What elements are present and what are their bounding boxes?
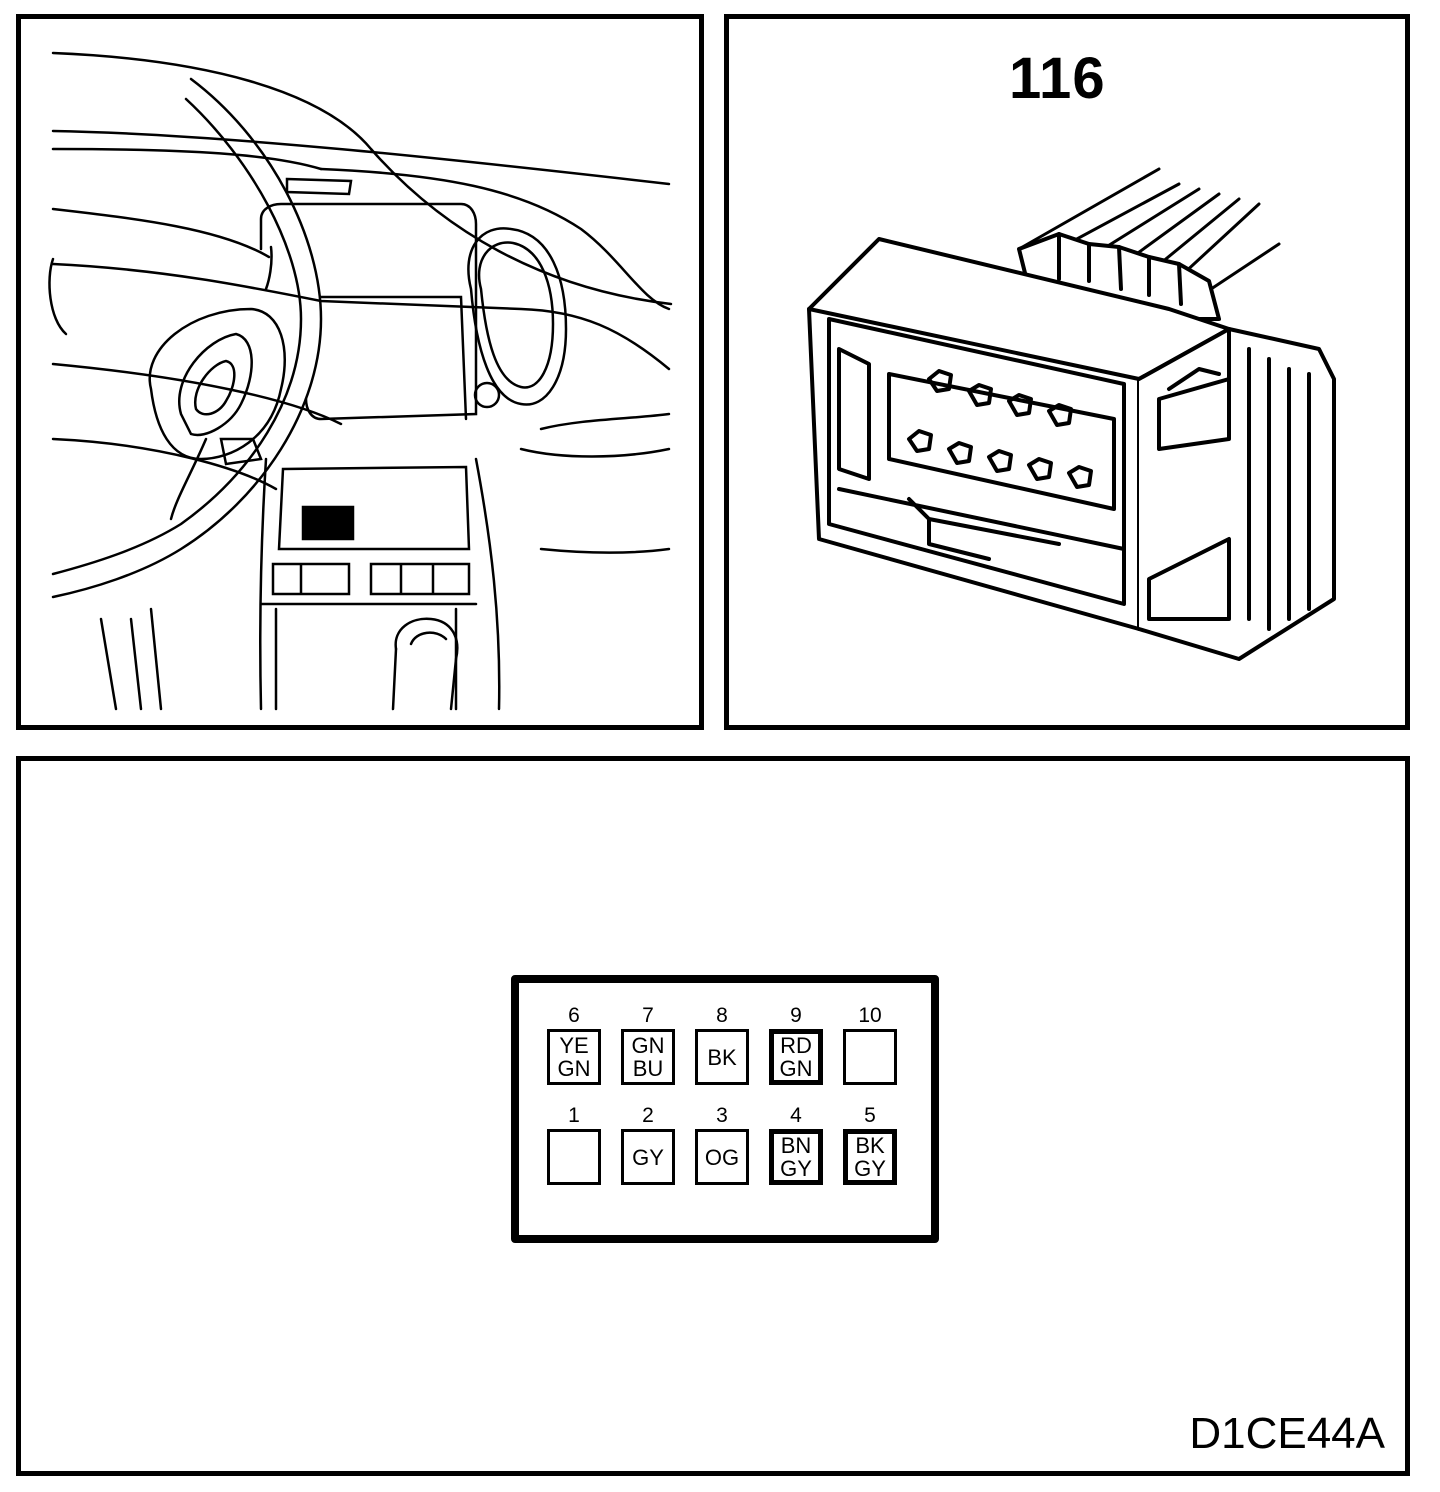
connector-face: 6 YE GN 7 GN BU 8 BK — [511, 975, 939, 1243]
wire-color: BU — [632, 1056, 664, 1081]
wire-color: GN — [557, 1056, 591, 1081]
wire-color: OG — [704, 1144, 740, 1170]
connector-illustration — [807, 167, 1336, 661]
pin: 5 BK GY — [841, 1103, 899, 1185]
pin-cavity — [547, 1129, 601, 1185]
pin-cavity: GY — [621, 1129, 675, 1185]
pin-number: 5 — [864, 1104, 876, 1127]
pin-cavity: GN BU — [621, 1029, 675, 1085]
pin: 4 BN GY — [767, 1103, 825, 1185]
pin: 10 — [841, 1003, 899, 1085]
pin-number: 4 — [790, 1104, 802, 1127]
pin-number: 9 — [790, 1004, 802, 1027]
wire-color: RD — [780, 1033, 812, 1058]
pin: 6 YE GN — [545, 1003, 603, 1085]
pin-cavity: BK — [695, 1029, 749, 1085]
pin: 8 BK — [693, 1003, 751, 1085]
dashboard-location-panel — [16, 14, 704, 730]
pin-number: 7 — [642, 1004, 654, 1027]
pin: 1 — [545, 1103, 603, 1185]
wire-color: GN — [631, 1033, 665, 1058]
pin-cavity: OG — [695, 1129, 749, 1185]
pin-cavity: YE GN — [547, 1029, 601, 1085]
pin-cavity — [843, 1029, 897, 1085]
pin-row-top: 6 YE GN 7 GN BU 8 BK — [545, 1003, 899, 1085]
pin-cavity: RD GN — [769, 1029, 823, 1085]
pin-number: 10 — [858, 1004, 882, 1027]
pin: 7 GN BU — [619, 1003, 677, 1085]
pin-cavity: BK GY — [843, 1129, 897, 1185]
wire-color: BN — [780, 1133, 812, 1158]
connector-number: 116 — [1009, 46, 1106, 111]
pin: 2 GY — [619, 1103, 677, 1185]
pin-number: 3 — [716, 1104, 728, 1127]
wire-color: GN — [779, 1056, 813, 1081]
pin-cavity: BN GY — [769, 1129, 823, 1185]
pin-number: 1 — [568, 1104, 580, 1127]
dashboard-illustration — [48, 51, 673, 711]
connector-view-panel: 116 — [724, 14, 1410, 730]
pin: 9 RD GN — [767, 1003, 825, 1085]
wire-color: GY — [854, 1156, 886, 1181]
pin-number: 8 — [716, 1004, 728, 1027]
wire-color: BK — [707, 1044, 737, 1070]
diagram-code: D1CE44A — [1189, 1409, 1385, 1458]
wire-color: GY — [632, 1144, 664, 1170]
wire-color: BK — [855, 1133, 885, 1158]
pin: 3 OG — [693, 1103, 751, 1185]
wire-color: YE — [559, 1033, 589, 1058]
pin-row-bottom: 1 2 GY 3 OG 4 — [545, 1103, 899, 1185]
pin-number: 2 — [642, 1104, 654, 1127]
pin-number: 6 — [568, 1004, 580, 1027]
wire-color: GY — [780, 1156, 812, 1181]
pinout-panel: 6 YE GN 7 GN BU 8 BK — [16, 756, 1410, 1476]
